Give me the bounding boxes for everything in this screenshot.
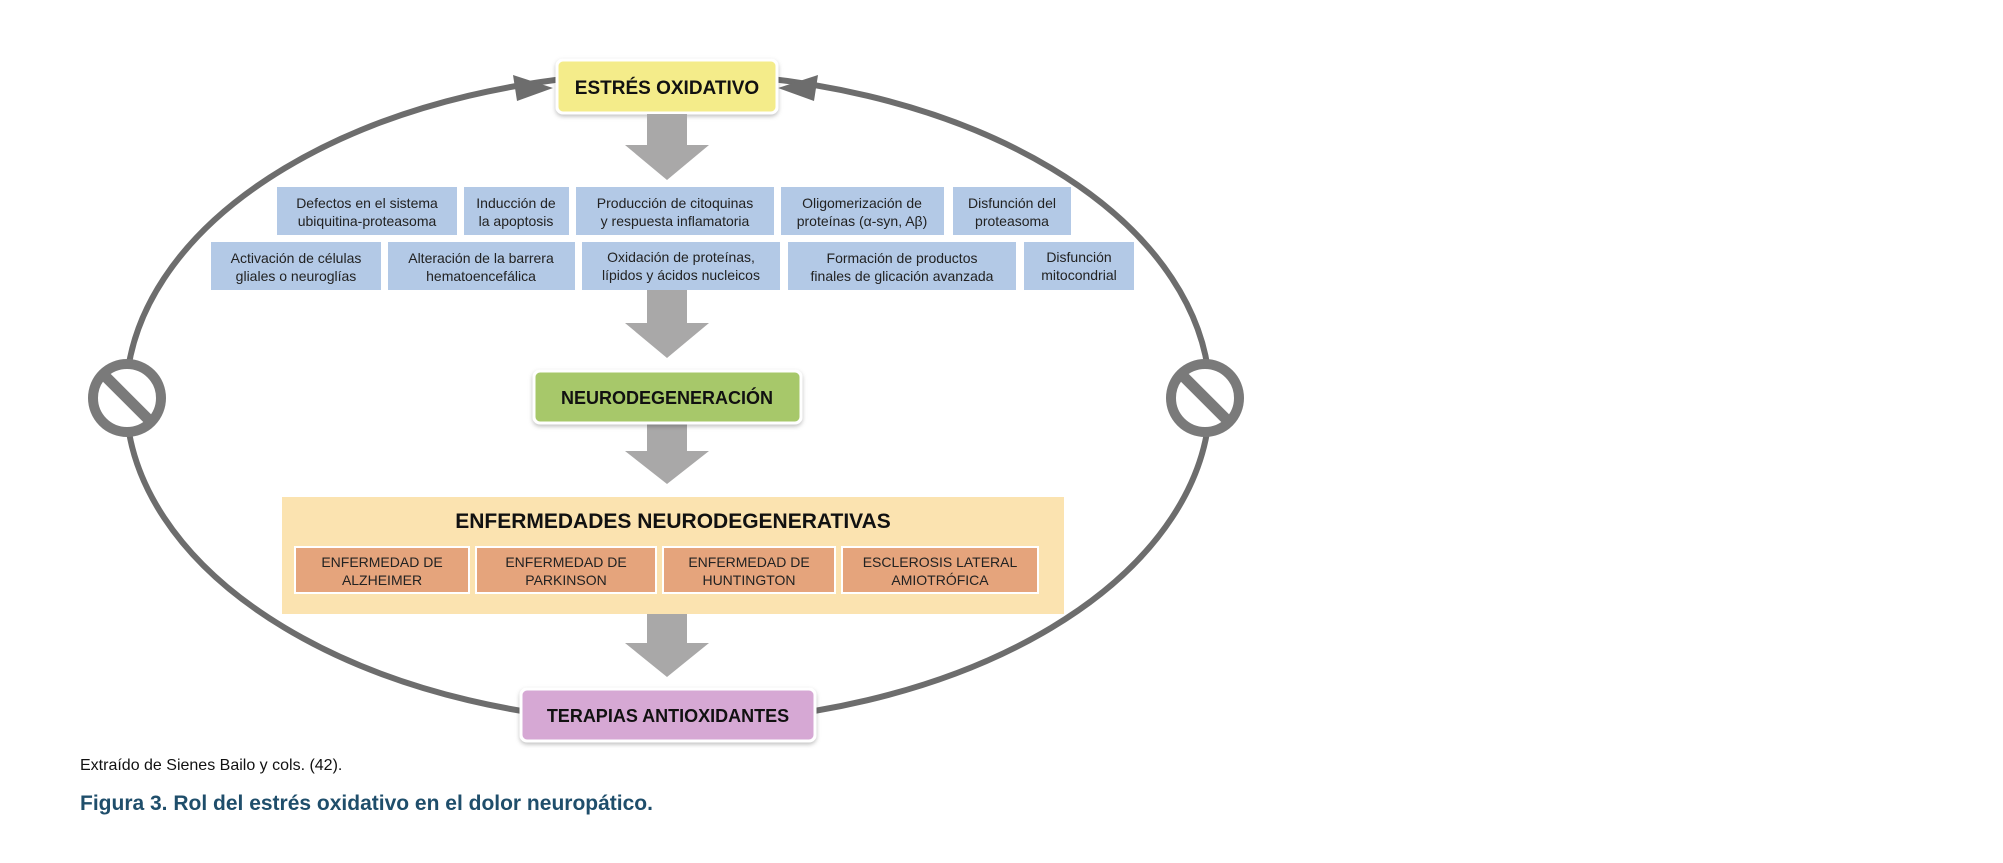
middle-node-label: NEURODEGENERACIÓN bbox=[561, 387, 773, 408]
mechanism-line2: gliales o neuroglías bbox=[236, 268, 357, 284]
mechanism-box: Disfunción mitocondrial bbox=[1024, 242, 1134, 290]
mechanism-line2: lípidos y ácidos nucleicos bbox=[602, 267, 760, 283]
mechanism-line2: finales de glicación avanzada bbox=[811, 268, 994, 284]
mechanism-box: Producción de citoquinas y respuesta inf… bbox=[576, 187, 774, 235]
diseases-title: ENFERMEDADES NEURODEGENERATIVAS bbox=[455, 510, 891, 533]
flow-arrow bbox=[625, 613, 709, 677]
mechanism-line1: Disfunción del bbox=[968, 195, 1056, 211]
disease-line2: ALZHEIMER bbox=[342, 572, 422, 588]
bottom-node-box bbox=[519, 687, 817, 743]
figure-source: Extraído de Sienes Bailo y cols. (42). bbox=[80, 757, 343, 774]
flow-arrow bbox=[625, 114, 709, 180]
top-node-box bbox=[555, 58, 779, 115]
mechanism-box: Inducción de la apoptosis bbox=[464, 187, 569, 235]
mechanism-line1: Formación de productos bbox=[827, 250, 978, 266]
disease-line2: HUNTINGTON bbox=[702, 572, 795, 588]
mechanism-line2: proteínas (α-syn, Aβ) bbox=[797, 213, 928, 229]
mechanism-box: Defectos en el sistema ubiquitina-protea… bbox=[277, 187, 457, 235]
disease-box: ENFERMEDAD DE PARKINSON bbox=[475, 546, 657, 594]
mechanism-line1: Defectos en el sistema bbox=[296, 195, 438, 211]
mechanism-box: Alteración de la barrera hematoencefálic… bbox=[388, 242, 575, 290]
mechanism-box: Activación de células gliales o neuroglí… bbox=[211, 242, 381, 290]
mechanism-box: Disfunción del proteasoma bbox=[953, 187, 1071, 235]
mechanism-line2: y respuesta inflamatoria bbox=[601, 213, 750, 229]
mechanism-box: Oligomerización de proteínas (α-syn, Aβ) bbox=[781, 187, 944, 235]
mechanism-line1: Alteración de la barrera bbox=[408, 250, 554, 266]
mechanism-line2: proteasoma bbox=[975, 213, 1049, 229]
cycle-arrowhead-right bbox=[778, 75, 818, 101]
mechanism-box: Formación de productos finales de glicac… bbox=[788, 242, 1016, 290]
disease-line1: ENFERMEDAD DE bbox=[505, 554, 626, 570]
prohibited-icon bbox=[1166, 359, 1244, 437]
mechanism-line1: Disfunción bbox=[1046, 249, 1111, 265]
middle-node-box bbox=[532, 369, 803, 425]
mechanism-line2: mitocondrial bbox=[1041, 267, 1116, 283]
disease-box: ENFERMEDAD DE ALZHEIMER bbox=[294, 546, 470, 594]
mechanism-line1: Oxidación de proteínas, bbox=[607, 249, 755, 265]
mechanism-line2: hematoencefálica bbox=[426, 268, 536, 284]
figure-caption: Figura 3. Rol del estrés oxidativo en el… bbox=[80, 792, 653, 815]
disease-box: ESCLEROSIS LATERAL AMIOTRÓFICA bbox=[841, 546, 1039, 594]
oxidative-stress-diagram: ESTRÉS OXIDATIVO Defectos en el sistema … bbox=[88, 58, 1244, 743]
mechanism-line2: ubiquitina-proteasoma bbox=[298, 213, 437, 229]
disease-line2: AMIOTRÓFICA bbox=[891, 572, 989, 588]
mechanism-line1: Activación de células bbox=[231, 250, 362, 266]
mechanism-line1: Producción de citoquinas bbox=[597, 195, 753, 211]
flow-arrow bbox=[625, 423, 709, 484]
disease-line1: ENFERMEDAD DE bbox=[688, 554, 809, 570]
bottom-node-label: TERAPIAS ANTIOXIDANTES bbox=[547, 706, 789, 726]
mechanism-box: Oxidación de proteínas, lípidos y ácidos… bbox=[582, 242, 780, 290]
disease-line1: ENFERMEDAD DE bbox=[321, 554, 442, 570]
flow-arrow bbox=[625, 290, 709, 358]
disease-box: ENFERMEDAD DE HUNTINGTON bbox=[662, 546, 836, 594]
mechanism-line2: la apoptosis bbox=[479, 213, 554, 229]
top-node-label: ESTRÉS OXIDATIVO bbox=[575, 77, 759, 99]
mechanism-line1: Oligomerización de bbox=[802, 195, 922, 211]
cycle-arrowhead-left bbox=[513, 75, 553, 101]
disease-line1: ESCLEROSIS LATERAL bbox=[863, 554, 1018, 570]
mechanism-line1: Inducción de bbox=[476, 195, 556, 211]
disease-line2: PARKINSON bbox=[525, 572, 606, 588]
prohibited-icon bbox=[88, 359, 166, 437]
